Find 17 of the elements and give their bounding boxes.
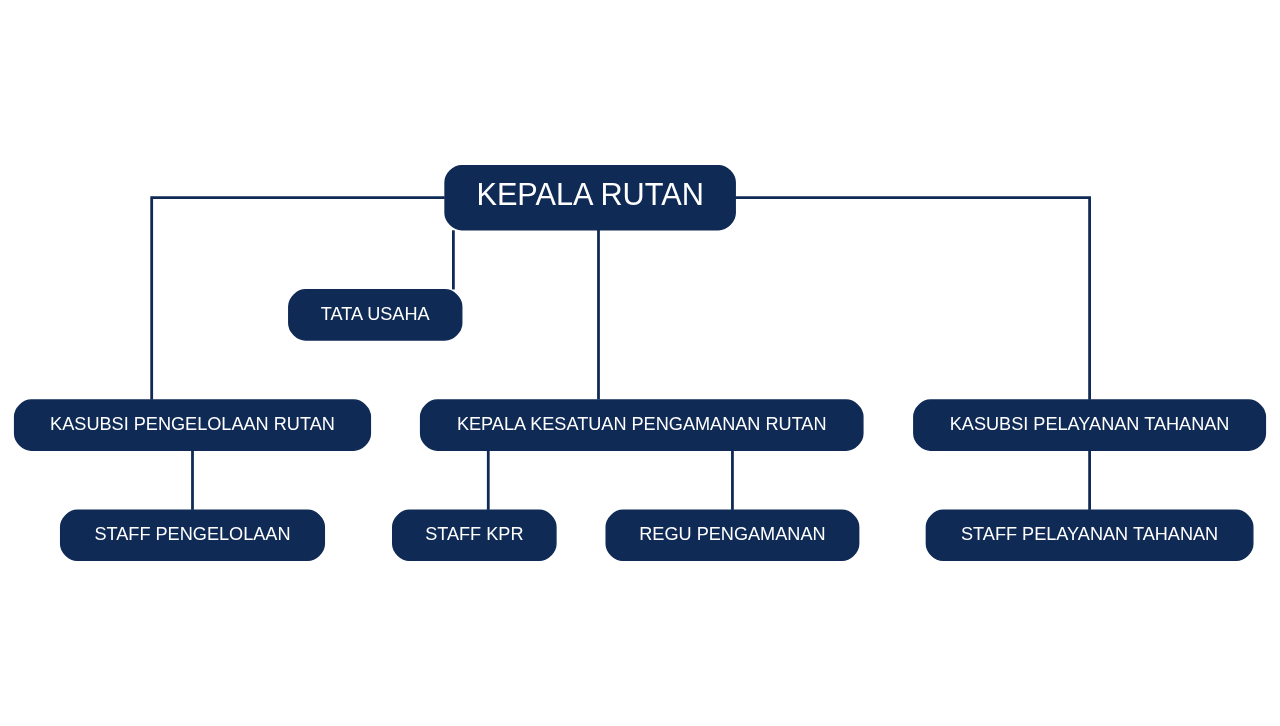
connector — [452, 230, 455, 290]
node-box: KEPALA KESATUAN PENGAMANAN RUTAN — [419, 399, 864, 451]
node-box: TATA USAHA — [288, 289, 463, 341]
connector — [731, 450, 734, 510]
node-box: STAFF PELAYANAN TAHANAN — [925, 509, 1254, 562]
node-box: KEPALA RUTAN — [444, 164, 736, 231]
node-box: KASUBSI PENGELOLAAN RUTAN — [13, 399, 372, 451]
connector — [150, 196, 445, 400]
node-box: STAFF KPR — [392, 509, 557, 562]
connector — [1088, 450, 1091, 510]
connector — [191, 450, 194, 510]
node-box: KASUBSI PELAYANAN TAHANAN — [913, 399, 1267, 451]
node-box: REGU PENGAMANAN — [605, 509, 860, 562]
node-box: STAFF PENGELOLAAN — [59, 509, 326, 562]
connector — [597, 229, 600, 400]
connector — [735, 196, 1091, 400]
connector — [486, 450, 490, 510]
